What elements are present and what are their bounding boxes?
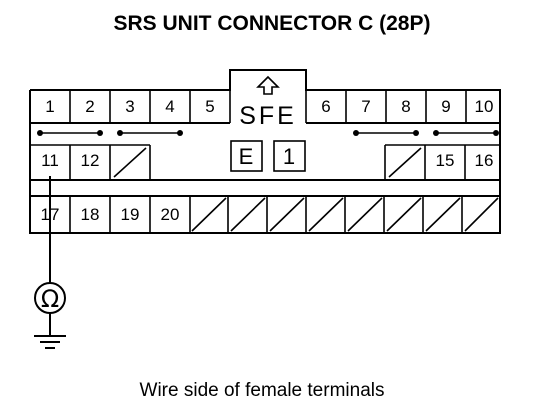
pin-1: 1 xyxy=(45,97,54,116)
empty-cavity-28 xyxy=(464,197,499,232)
pin-11: 11 xyxy=(41,151,59,170)
box-1-label: 1 xyxy=(283,144,295,169)
pin-7: 7 xyxy=(361,97,370,116)
diagram-title: SRS UNIT CONNECTOR C (28P) xyxy=(114,12,431,35)
pin-18: 18 xyxy=(81,205,100,224)
pin-5: 5 xyxy=(205,97,214,116)
pin-10: 10 xyxy=(475,97,494,116)
shorting-bars xyxy=(37,130,499,136)
row2-dividers xyxy=(69,145,466,180)
pin-19: 19 xyxy=(121,205,140,224)
pin-9: 9 xyxy=(441,97,450,116)
pin-8: 8 xyxy=(401,97,410,116)
pin-16: 16 xyxy=(475,151,494,170)
pin-2: 2 xyxy=(85,97,94,116)
empty-cavity-13 xyxy=(113,147,147,178)
lock-label: SFE xyxy=(239,102,297,130)
box-e-label: E xyxy=(239,144,254,169)
lock-tab: SFE E 1 xyxy=(230,75,306,172)
empty-cavity-27 xyxy=(425,197,461,232)
box-1 xyxy=(273,140,306,172)
pin-4: 4 xyxy=(165,97,174,116)
empty-cavity-24 xyxy=(308,197,344,232)
empty-cavity-25 xyxy=(347,197,383,232)
pin-15: 15 xyxy=(436,151,455,170)
pin-20: 20 xyxy=(161,205,180,224)
box-e xyxy=(230,140,263,172)
empty-cavity-21 xyxy=(191,197,227,232)
empty-cavity-23 xyxy=(269,197,305,232)
ohm-symbol: Ω xyxy=(41,285,59,313)
pin-12: 12 xyxy=(81,151,100,170)
ground-icon xyxy=(34,313,66,349)
row3-dividers xyxy=(69,196,463,233)
row3-pins: 17 18 19 20 xyxy=(41,197,499,232)
pin-3: 3 xyxy=(125,97,134,116)
pin-6: 6 xyxy=(321,97,330,116)
row1-dividers xyxy=(69,90,467,123)
empty-cavity-14 xyxy=(388,147,422,178)
empty-cavity-22 xyxy=(230,197,266,232)
up-arrow-icon xyxy=(256,75,280,95)
empty-cavity-26 xyxy=(386,197,422,232)
diagram-caption: Wire side of female terminals xyxy=(140,380,385,401)
ohmmeter-icon: Ω xyxy=(34,282,66,314)
row1-pins: 1 2 3 4 5 6 7 8 9 10 xyxy=(45,97,493,116)
row2-pins: 11 12 15 16 xyxy=(41,147,494,178)
